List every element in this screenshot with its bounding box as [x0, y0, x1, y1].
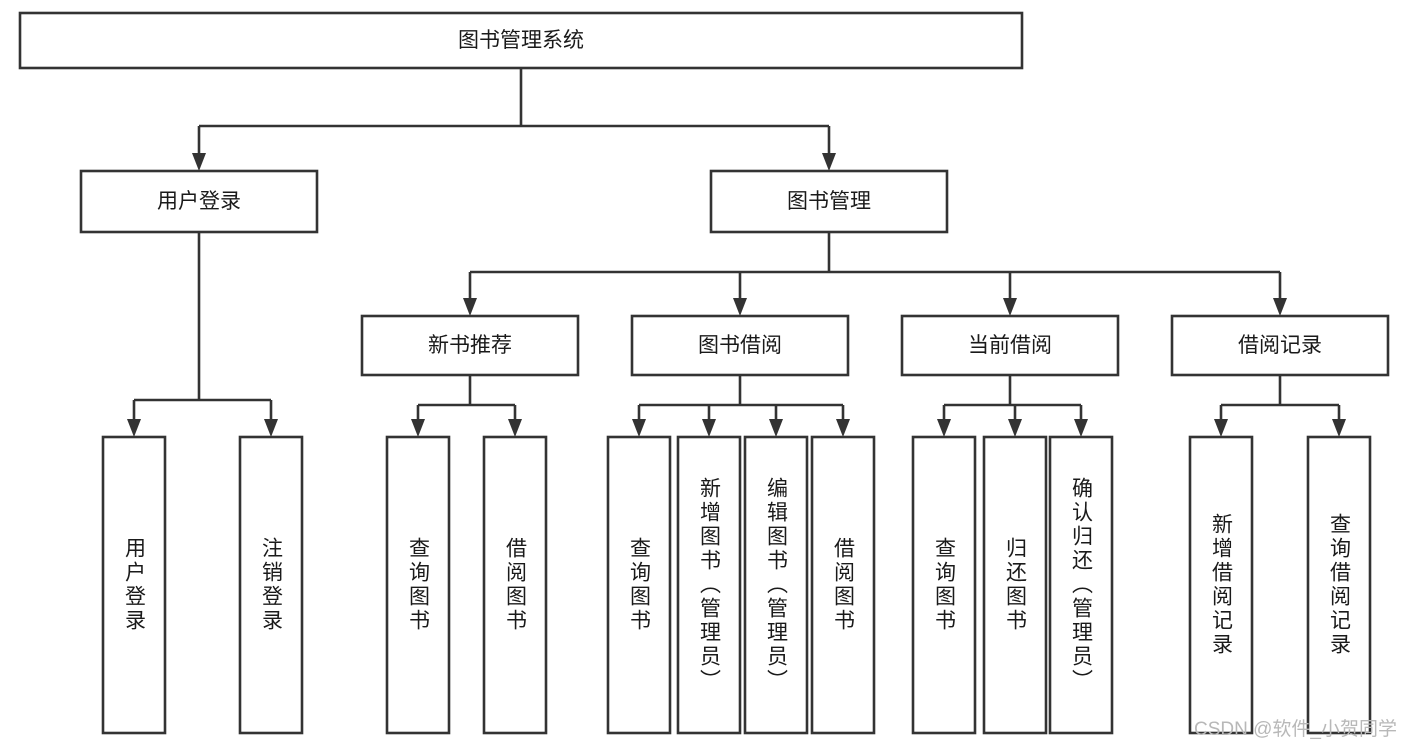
arrow-head-icon — [1332, 419, 1346, 437]
node-box-leaf-add-book[interactable] — [676, 435, 742, 735]
arrow-head-icon — [192, 153, 206, 171]
node-label-book-manage: 图书管理 — [787, 190, 871, 213]
arrow-head-icon — [1214, 419, 1228, 437]
node-label-book-borrow: 图书借阅 — [698, 334, 782, 357]
node-boxes-group — [18, 11, 1390, 735]
arrow-head-icon — [733, 298, 747, 316]
node-box-leaf-user-login[interactable] — [101, 435, 167, 735]
node-box-leaf-query-record[interactable] — [1306, 435, 1372, 735]
node-box-borrow-record[interactable] — [1170, 314, 1390, 377]
node-box-leaf-add-record[interactable] — [1188, 435, 1254, 735]
node-box-leaf-borrow-book-2[interactable] — [810, 435, 876, 735]
arrow-head-icon — [463, 298, 477, 316]
arrow-head-icon — [1273, 298, 1287, 316]
arrow-head-icon — [1003, 298, 1017, 316]
csdn-watermark: CSDN @软件_小贺同学 — [1194, 719, 1397, 740]
node-box-leaf-return-book[interactable] — [982, 435, 1048, 735]
node-label-user-login: 用户登录 — [157, 190, 241, 213]
arrow-head-icon — [1074, 419, 1088, 437]
arrow-head-icon — [411, 419, 425, 437]
arrow-head-icon — [702, 419, 716, 437]
arrow-head-icon — [632, 419, 646, 437]
arrow-head-icon — [836, 419, 850, 437]
node-box-leaf-borrow-book-1[interactable] — [482, 435, 548, 735]
node-label-root: 图书管理系统 — [458, 29, 584, 52]
node-label-new-book-rec: 新书推荐 — [428, 334, 512, 357]
node-box-new-book-rec[interactable] — [360, 314, 580, 377]
node-box-user-login[interactable] — [79, 169, 319, 234]
node-box-leaf-query-book-1[interactable] — [385, 435, 451, 735]
node-box-book-borrow[interactable] — [630, 314, 850, 377]
node-box-root[interactable] — [18, 11, 1024, 70]
node-box-leaf-query-book-2[interactable] — [606, 435, 672, 735]
arrow-head-icon — [769, 419, 783, 437]
node-box-book-manage[interactable] — [709, 169, 949, 234]
node-box-leaf-confirm-return[interactable] — [1048, 435, 1114, 735]
arrow-head-icon — [508, 419, 522, 437]
node-label-current-borrow: 当前借阅 — [968, 334, 1052, 357]
node-box-leaf-edit-book[interactable] — [743, 435, 809, 735]
arrow-head-icon — [822, 153, 836, 171]
node-box-leaf-query-book-3[interactable] — [911, 435, 977, 735]
arrow-head-icon — [264, 419, 278, 437]
arrow-head-icon — [937, 419, 951, 437]
node-box-leaf-user-logout[interactable] — [238, 435, 304, 735]
arrow-head-icon — [1008, 419, 1022, 437]
connector-lines-group — [127, 68, 1346, 437]
node-label-borrow-record: 借阅记录 — [1238, 334, 1322, 357]
node-box-current-borrow[interactable] — [900, 314, 1120, 377]
arrow-head-icon — [127, 419, 141, 437]
